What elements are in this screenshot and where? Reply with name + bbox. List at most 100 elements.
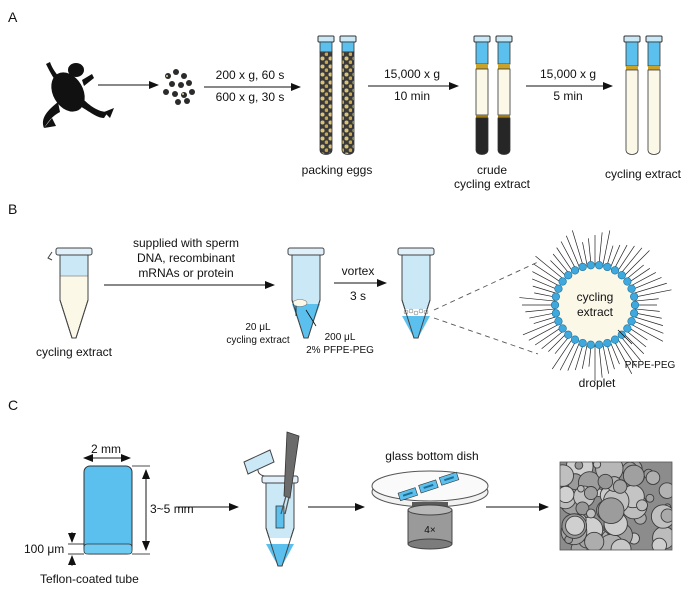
surfactant-tail [519,297,556,302]
droplet-peg-label: PFPE-PEG [625,360,676,371]
packed-egg-tube-left [317,35,335,155]
tube-with-forceps-icon [243,431,300,567]
vol-extract-line2: cycling extract [226,335,290,346]
surfactant-head [610,335,620,344]
surfactant-head [623,324,632,333]
surfactant-tail [616,245,635,272]
surfactant-tail [556,247,574,272]
surfactant-tail [602,230,611,266]
micrograph-droplet [577,484,585,493]
emulsion-tube-icon [397,247,435,339]
panel-c-letter: C [8,397,18,413]
surfactant-tail [533,263,562,284]
surfactant-tail [567,341,581,371]
surfactant-tail [625,264,644,280]
micrograph-droplet [622,464,645,487]
micrograph-droplet [645,493,655,503]
surfactant-head [623,277,632,286]
surfactant-tail [634,298,659,302]
micrograph-droplet [597,473,614,490]
surfactant-head [595,261,604,270]
surfactant-tail [620,247,643,275]
vortex-line1: vortex [342,264,375,278]
step2-line2: 10 min [394,89,430,103]
height-label: 3~5 mm [150,502,194,516]
surfactant-head [586,340,595,349]
surfactant-tail [606,343,615,370]
surfactant-tail [548,333,567,352]
surfactant-head [627,284,636,293]
surfactant-tail [532,271,560,287]
cycling-extract-tube-left [623,35,641,155]
panel-b: B cycling extract supplied with sperm DN… [8,201,675,390]
micrograph-droplet [592,462,602,469]
panel-b-letter: B [8,201,17,217]
thickness-label: 100 μm [24,542,64,556]
surfactant-tail [528,323,560,341]
vol-extract-line1: 20 μL [245,322,271,333]
micrograph-droplet [574,462,584,470]
surfactant-head [554,284,563,293]
surfactant-tail [630,323,664,342]
supply-line1: supplied with sperm [133,236,239,250]
crude-extract-tube-right [495,35,513,155]
surfactant-tail [572,230,584,267]
surfactant-tail [532,278,559,291]
micrograph-droplet [645,470,661,485]
surfactant-head [595,340,604,349]
surfactant-head [630,300,640,310]
caption-packing-eggs: packing eggs [302,163,373,177]
surfactant-head [617,330,626,339]
surfactant-head [558,324,567,333]
packed-egg-tube-right [339,35,357,155]
surfactant-tail [588,238,592,266]
surfactant-tail [534,326,562,346]
surfactant-tail [533,316,557,324]
surfactant-tail [532,285,557,294]
step3-line1: 15,000 x g [540,67,596,81]
surfactant-tail [602,344,609,374]
micrograph-droplet [560,485,575,504]
surfactant-head [603,338,612,348]
cycling-extract-tubes [623,35,663,155]
pfpe-peg-surfactant-rays [519,230,672,381]
surfactant-tail [609,341,620,365]
step3-line2: 5 min [553,89,582,103]
eggs-icon [163,69,195,105]
caption-crude-line1: crude [477,163,507,177]
objective-lens-icon [407,502,453,550]
supply-line2: DNA, recombinant [137,251,236,265]
panel-c: C 2 mm 3~5 mm 100 μm Teflon-coated tube [8,397,673,586]
micrograph-droplet [660,508,672,523]
surfactant-head [630,292,639,301]
surfactant-tail [529,312,556,319]
surfactant-tail [623,250,650,277]
surfactant-tail [582,242,588,266]
surfactant-heads [550,261,640,349]
surfactant-tail [631,277,662,291]
micrograph-droplet [565,515,585,536]
surfactant-head [586,261,595,270]
surfactant-head [554,317,563,326]
step2-line1: 15,000 x g [384,67,440,81]
caption-cycling-extract: cycling extract [605,167,682,181]
surfactant-tail [620,335,641,361]
surfactant-tail [554,335,570,354]
surfactant-tail [628,268,651,284]
crude-extract-tubes [473,35,513,155]
micrograph-droplet [597,497,625,525]
peg-tube-icon [287,247,325,339]
surfactant-head [558,277,567,286]
micrograph-droplet [583,486,598,501]
micrograph-droplet [610,538,632,550]
droplet-inner-line2: extract [577,305,614,319]
surfactant-head [630,309,639,318]
surfactant-tail [565,235,581,269]
surfactant-tail [633,316,664,326]
width-label: 2 mm [91,442,121,456]
micrograph-droplet [560,464,574,487]
panel-a-letter: A [8,9,18,25]
surfactant-tail [634,312,662,319]
surfactant-tail [541,330,565,350]
